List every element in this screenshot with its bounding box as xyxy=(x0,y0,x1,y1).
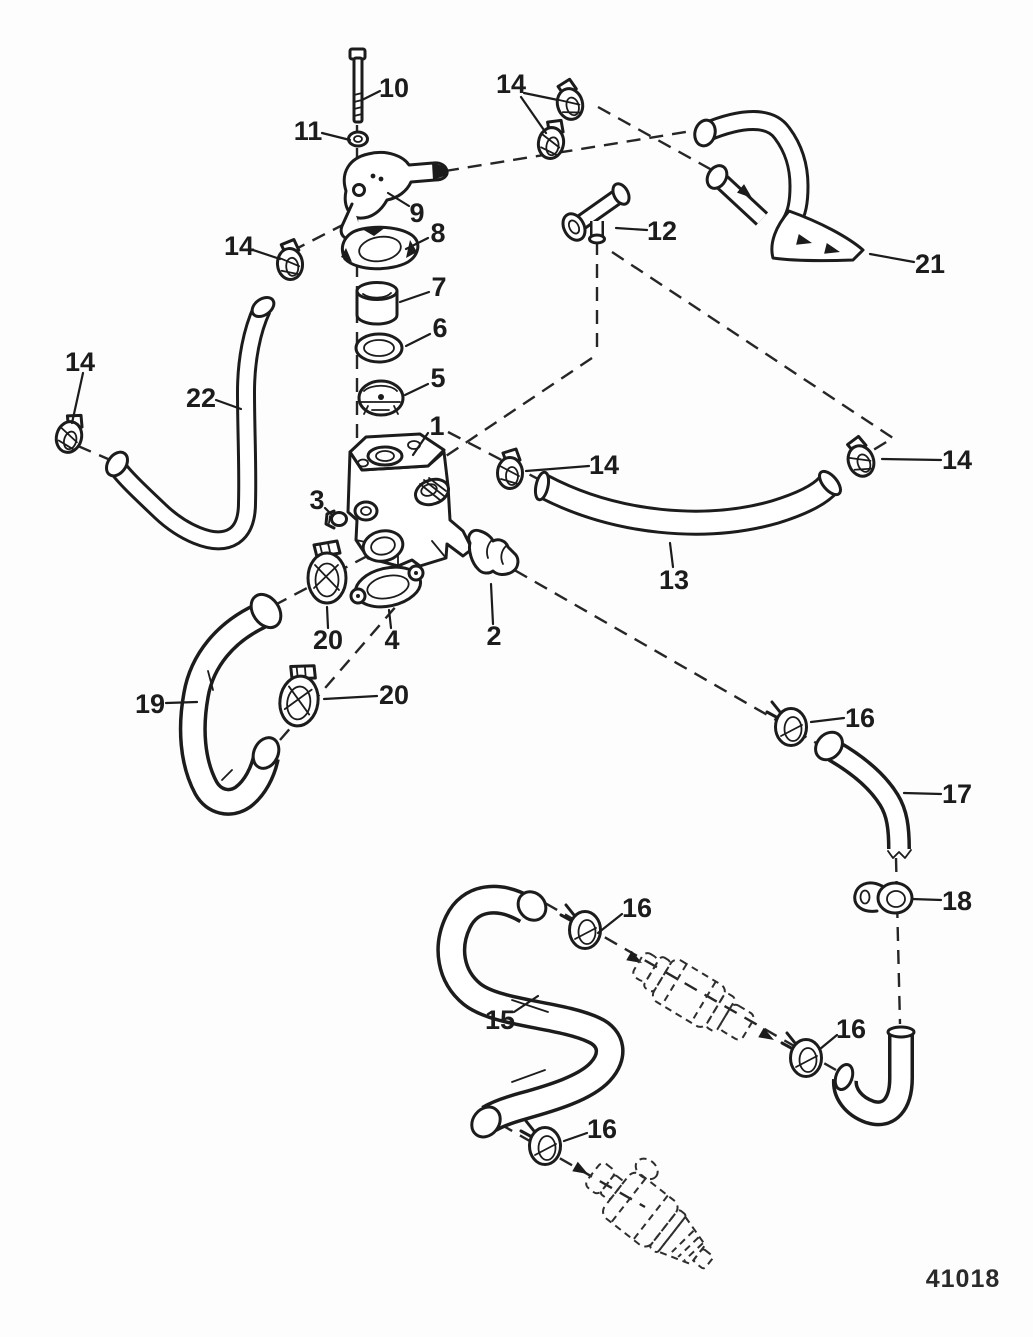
callout-leader-16 xyxy=(562,1131,589,1143)
callout-leader-3 xyxy=(323,506,335,518)
hose-clamp-14 xyxy=(496,447,524,490)
sleeve-7 xyxy=(355,281,399,326)
callout-label-16: 16 xyxy=(622,893,652,923)
callout-leader-9 xyxy=(386,191,411,208)
thermostat-5 xyxy=(357,379,405,417)
callout-label-13: 13 xyxy=(659,565,689,595)
fitting-12 xyxy=(561,182,631,245)
callout-label-22: 22 xyxy=(186,383,216,413)
callout-leader-14 xyxy=(519,95,548,135)
callout-label-14: 14 xyxy=(942,445,972,475)
callout-label-7: 7 xyxy=(431,272,446,302)
callout-label-12: 12 xyxy=(647,216,677,246)
hose-13 xyxy=(533,469,842,536)
hose-17 xyxy=(814,730,912,859)
hose-21 xyxy=(693,110,865,263)
callout-leader-2 xyxy=(489,582,495,626)
callout-leader-19 xyxy=(164,700,199,705)
callout-label-5: 5 xyxy=(430,363,445,393)
callout-label-18: 18 xyxy=(942,886,972,916)
callout-label-2: 2 xyxy=(486,621,501,651)
callout-label-16: 16 xyxy=(587,1114,617,1144)
callout-leader-22 xyxy=(214,398,243,411)
callout-leader-12 xyxy=(614,226,649,232)
hose-clamp-14 xyxy=(839,432,880,482)
callout-label-1: 1 xyxy=(429,411,444,441)
gasket-4 xyxy=(349,564,425,609)
phantom-pump xyxy=(585,1157,714,1270)
callout-leader-10 xyxy=(360,89,382,102)
callout-leader-15 xyxy=(512,994,540,1014)
callout-label-14: 14 xyxy=(496,69,526,99)
callout-label-14: 14 xyxy=(65,347,95,377)
callout-leader-6 xyxy=(404,332,432,348)
gasket-8 xyxy=(340,225,420,271)
callout-leader-21 xyxy=(868,252,916,264)
callout-leader-14 xyxy=(522,91,560,102)
callout-leader-4 xyxy=(387,608,393,630)
callout-label-10: 10 xyxy=(379,73,409,103)
fitting-2 xyxy=(467,528,520,576)
callout-label-14: 14 xyxy=(224,231,254,261)
callout-leader-17 xyxy=(902,791,943,796)
hose-clamp-16 xyxy=(559,903,602,950)
hose-elbow-lower-right xyxy=(831,1025,916,1127)
callout-leader-16 xyxy=(596,912,624,935)
hose-19 xyxy=(178,592,283,816)
drawing-number: 41018 xyxy=(926,1265,1001,1293)
thermostat-cover-9 xyxy=(339,150,449,241)
callout-leader-16 xyxy=(818,1033,839,1051)
callout-leader-14 xyxy=(70,371,85,425)
callout-label-8: 8 xyxy=(430,218,445,248)
callout-leader-16 xyxy=(809,716,846,724)
hose-clamp-16 xyxy=(519,1119,562,1166)
bracket-18 xyxy=(853,881,914,915)
callout-label-14: 14 xyxy=(589,450,619,480)
callout-label-9: 9 xyxy=(409,198,424,228)
washer-11 xyxy=(347,130,369,148)
callout-leader-18 xyxy=(910,897,943,902)
hose-22 xyxy=(105,295,276,551)
hose-15 xyxy=(436,884,625,1139)
callout-leader-5 xyxy=(403,382,430,397)
callout-label-4: 4 xyxy=(384,625,399,655)
bolt-10 xyxy=(348,47,367,124)
callout-label-3: 3 xyxy=(309,485,324,515)
o-ring-6 xyxy=(354,332,404,364)
callout-label-16: 16 xyxy=(836,1014,866,1044)
callout-label-20: 20 xyxy=(379,680,409,710)
callout-label-16: 16 xyxy=(845,703,875,733)
hose-clamp-16 xyxy=(765,700,808,747)
callout-leader-14 xyxy=(880,457,943,462)
callout-label-19: 19 xyxy=(135,689,165,719)
callout-leader-14 xyxy=(251,248,282,261)
hose-clamp-16 xyxy=(780,1031,823,1078)
callout-leader-11 xyxy=(320,131,352,142)
callout-label-6: 6 xyxy=(432,313,447,343)
callout-label-15: 15 xyxy=(485,1005,515,1035)
callout-leader-7 xyxy=(398,290,431,304)
callout-leader-8 xyxy=(404,236,430,251)
callout-leader-1 xyxy=(411,431,430,457)
phantom-fluid-cooler xyxy=(632,952,755,1041)
hose-clamp-20 xyxy=(306,539,348,605)
callout-leader-13 xyxy=(668,541,675,569)
callout-label-21: 21 xyxy=(915,249,945,279)
callout-leader-20 xyxy=(322,694,379,701)
callout-leader-14 xyxy=(524,464,591,473)
callout-label-20: 20 xyxy=(313,625,343,655)
hose-clamp-20 xyxy=(275,660,325,730)
callout-label-17: 17 xyxy=(942,779,972,809)
callout-label-11: 11 xyxy=(294,116,323,146)
thermostat-housing-1 xyxy=(346,432,474,568)
callout-leader-20 xyxy=(325,605,330,630)
